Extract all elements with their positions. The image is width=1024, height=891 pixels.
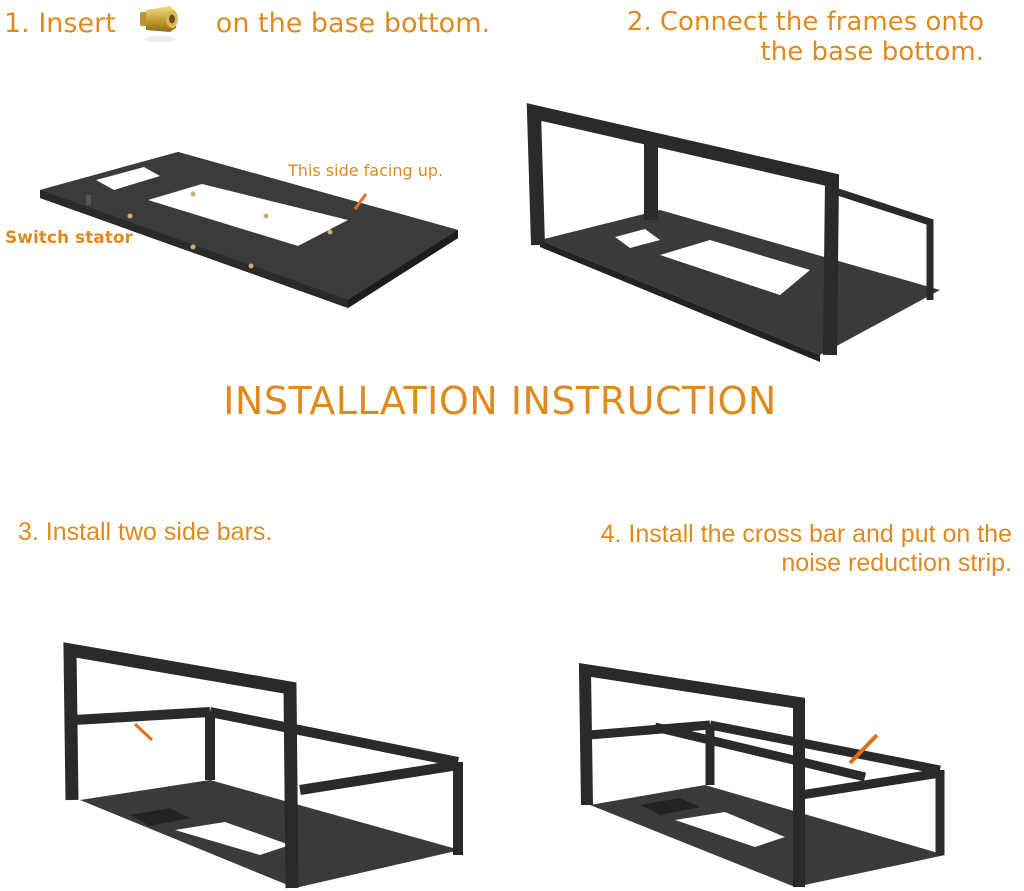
step-4-line-1: 4. Install the cross bar and put on the — [600, 520, 1012, 548]
step-1-suffix: on the base bottom. — [215, 8, 491, 39]
brass-standoff-nut-icon — [140, 6, 178, 42]
step-2-heading: 2. Connect the frames onto the base bott… — [626, 7, 984, 68]
callout-arrow-icon — [353, 193, 368, 210]
step-2-line-1: 2. Connect the frames onto — [626, 7, 984, 37]
callout-switch-stator: Switch stator — [5, 228, 133, 248]
figure-frames-connected — [526, 103, 940, 362]
step-1-prefix: 1. Insert — [4, 8, 116, 39]
step-1-heading: 1. Insert on the base bottom. — [4, 8, 490, 39]
step-4-line-2: noise reduction strip. — [781, 548, 1012, 577]
page-title: INSTALLATION INSTRUCTION — [223, 379, 777, 423]
figure-base-plate — [40, 152, 458, 308]
step-4-heading: 4. Install the cross bar and put on the … — [601, 520, 1012, 578]
step-3-heading: 3. Install two side bars. — [18, 518, 273, 546]
callout-this-side-up: This side facing up. — [288, 161, 444, 180]
step-2-line-2: the base bottom. — [760, 36, 984, 67]
figure-side-bars — [63, 642, 463, 889]
figure-cross-bar — [578, 662, 945, 887]
